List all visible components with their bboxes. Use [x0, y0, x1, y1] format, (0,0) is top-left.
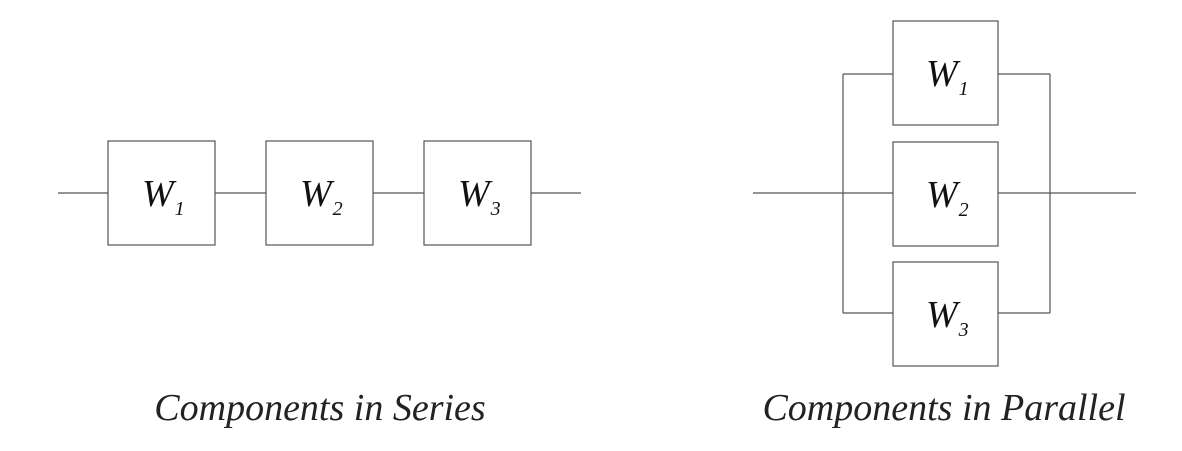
component-symbol: W [142, 173, 177, 215]
component-subscript: 2 [959, 199, 969, 221]
component-box [107, 140, 216, 246]
component-box [892, 261, 999, 367]
component-box [892, 141, 999, 247]
component-label: W3 [926, 294, 969, 341]
parallel-component-w1: W1 [892, 20, 999, 126]
component-label: W2 [300, 173, 343, 220]
series-caption: Components in Series [154, 387, 485, 429]
component-box [423, 140, 532, 246]
parallel-component-w2: W2 [892, 141, 999, 247]
component-symbol: W [926, 53, 961, 95]
component-symbol: W [926, 294, 961, 336]
component-subscript: 1 [959, 78, 969, 100]
component-symbol: W [458, 173, 493, 215]
component-subscript: 3 [490, 198, 501, 220]
series-component-w3: W3 [423, 140, 532, 246]
component-symbol: W [926, 174, 961, 216]
component-label: W1 [142, 173, 185, 220]
parallel-component-w3: W3 [892, 261, 999, 367]
series-component-w1: W1 [107, 140, 216, 246]
series-component-w2: W2 [265, 140, 374, 246]
component-box [265, 140, 374, 246]
component-label: W2 [926, 174, 969, 221]
component-subscript: 2 [333, 198, 343, 220]
component-subscript: 3 [958, 319, 969, 341]
component-box [892, 20, 999, 126]
series-diagram: W1 W2 W3 Components in Series [58, 140, 581, 429]
component-subscript: 1 [175, 198, 185, 220]
component-symbol: W [300, 173, 335, 215]
parallel-caption: Components in Parallel [762, 387, 1125, 429]
component-label: W3 [458, 173, 501, 220]
component-label: W1 [926, 53, 969, 100]
parallel-diagram: W1 W2 W3 Components in Parallel [753, 20, 1136, 429]
